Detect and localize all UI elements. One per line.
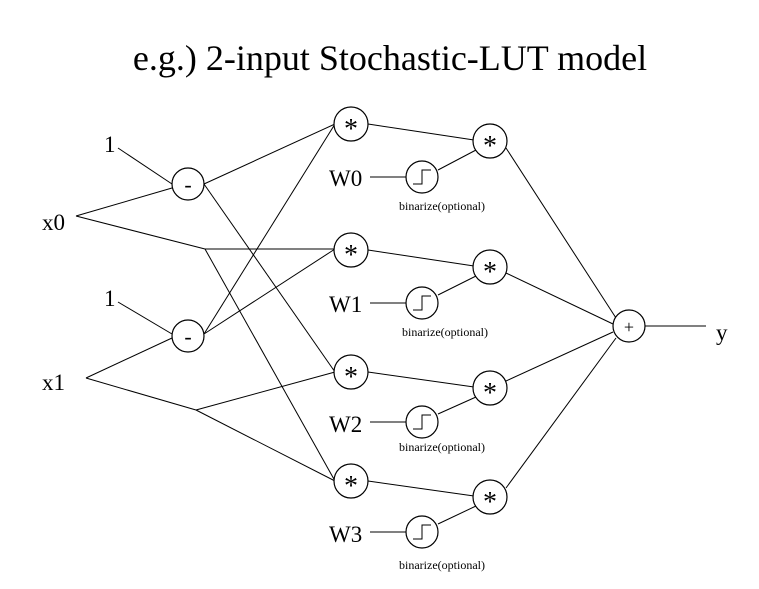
wire-bin3-wmul3 [437, 505, 477, 525]
binarize-label: binarize(optional) [399, 558, 485, 572]
asterisk-icon: * [483, 487, 497, 518]
wire-x0-mul3 [204, 248, 336, 482]
wire-sub1-mul1 [203, 248, 336, 335]
weight-w1-label: W1 [329, 292, 362, 317]
weight-w2-label: W2 [329, 412, 362, 437]
minus-icon: - [184, 172, 191, 197]
wire-const0-sub0 [117, 147, 173, 185]
wire-mul1-wmul1 [367, 249, 475, 267]
subtract-node: - [171, 319, 205, 353]
subtract-node: - [171, 167, 205, 201]
wires [75, 123, 706, 533]
asterisk-icon: * [483, 131, 497, 162]
wire-mul3-wmul3 [367, 480, 475, 497]
plus-icon: + [624, 317, 634, 337]
multiply-node: * [333, 463, 369, 502]
binarize-label: binarize(optional) [399, 440, 485, 454]
input-x1-label: x1 [42, 370, 65, 395]
const-one-label: 1 [104, 286, 116, 311]
wire-sub0-mul2 [203, 183, 336, 373]
asterisk-icon: * [344, 362, 358, 393]
step-function-icon [413, 414, 431, 430]
weight-w3-label: W3 [329, 522, 362, 547]
wire-x1-mul2 [195, 371, 336, 411]
asterisk-icon: * [483, 257, 497, 288]
wire-mul2-wmul2 [367, 371, 475, 388]
output-y-label: y [716, 320, 728, 345]
weighted-multiply-node: * [472, 123, 508, 162]
wire-wmul1-sum [505, 272, 614, 325]
binarize-node [405, 160, 439, 194]
asterisk-icon: * [344, 471, 358, 502]
wire-x1-junction [85, 377, 197, 411]
const-one-label: 1 [104, 132, 116, 157]
minus-icon: - [184, 324, 191, 349]
asterisk-icon: * [344, 114, 358, 145]
input-x0-label: x0 [42, 210, 65, 235]
wire-mul0-wmul0 [367, 123, 475, 141]
wire-x1-mul3 [195, 409, 336, 482]
asterisk-icon: * [483, 378, 497, 409]
binarize-node [405, 286, 439, 320]
weighted-multiply-node: * [472, 249, 508, 288]
weighted-multiply-node: * [472, 479, 508, 518]
wire-bin2-wmul2 [437, 396, 477, 415]
weight-w0-label: W0 [329, 166, 362, 191]
multiply-node: * [333, 106, 369, 145]
wire-bin0-wmul0 [437, 149, 477, 171]
multiply-node: * [333, 232, 369, 271]
wire-const1-sub1 [117, 301, 173, 335]
binarize-label: binarize(optional) [402, 325, 488, 339]
asterisk-icon: * [344, 240, 358, 271]
wire-bin1-wmul1 [437, 275, 477, 296]
binarize-label: binarize(optional) [399, 199, 485, 213]
multiply-node: * [333, 354, 369, 393]
diagram-title: e.g.) 2-input Stochastic-LUT model [133, 38, 647, 78]
wire-wmul3-sum [505, 337, 617, 489]
wire-sub0-mul0 [203, 123, 336, 185]
wire-wmul0-sum [505, 147, 617, 319]
binarize-node [405, 405, 439, 439]
step-function-icon [413, 169, 431, 185]
wire-x1-sub1 [85, 337, 173, 379]
step-function-icon [413, 524, 431, 540]
step-function-icon [413, 295, 431, 311]
wire-sub1-mul0 [203, 123, 336, 335]
wire-wmul2-sum [505, 331, 614, 382]
weighted-multiply-node: * [472, 370, 508, 409]
binarize-node [405, 515, 439, 549]
wire-x0-sub0 [75, 187, 173, 217]
wire-x0-junction [75, 215, 206, 250]
sum-node: + [612, 309, 646, 343]
